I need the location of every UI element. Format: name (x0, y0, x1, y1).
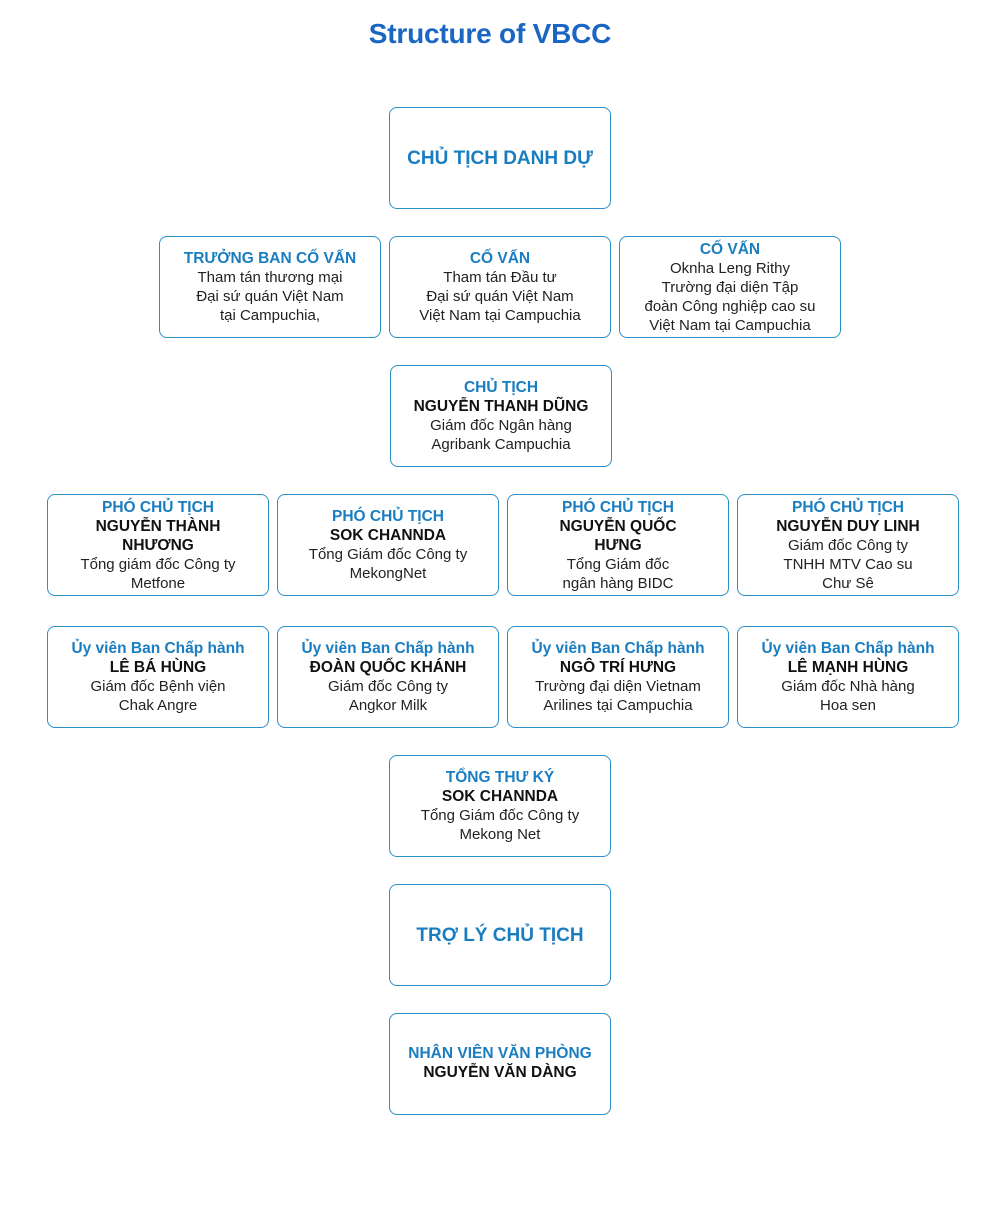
secretary-general-role: TỔNG THƯ KÝ (445, 769, 555, 786)
executive-member-name: LÊ MẠNH HÙNG (787, 659, 909, 676)
vice-chairman-role: PHÓ CHỦ TỊCH (792, 498, 904, 516)
vice-chairman-description-line: Giám đốc Công ty (787, 536, 909, 554)
executive-member-description-line: Arilines tại Campuchia (543, 697, 693, 714)
executive-member-role: Ủy viên Ban Chấp hành (71, 640, 245, 657)
advisor-role: TRƯỞNG BAN CỐ VẤN (183, 250, 357, 267)
executive-member-description-line: Giám đốc Công ty (327, 678, 449, 695)
executive-member-name: NGÔ TRÍ HƯNG (559, 659, 677, 676)
executive-member-description-line: Giám đốc Nhà hàng (781, 678, 915, 695)
executive-member-description-line: Hoa sen (820, 697, 876, 714)
vice-chairman-name: NGUYỄN THÀNH NHƯƠNG (96, 517, 221, 555)
vice-chairman-name: NGUYỄN DUY LINH (776, 517, 920, 536)
advisor-description-line: tại Campuchia, (219, 307, 321, 324)
chairman-name: NGUYỄN THANH DŨNG (413, 398, 589, 415)
executive-member-description-line: Trường đại diện Vietnam (535, 678, 701, 695)
executive-member-role: Ủy viên Ban Chấp hành (761, 640, 935, 657)
executive-member-description-line: Angkor Milk (348, 697, 428, 714)
vice-chairman-name-line: NGUYỄN THÀNH (95, 517, 221, 535)
secretary-general-description-line: Tổng Giám đốc Công ty (420, 807, 580, 824)
vice-chairman-box: PHÓ CHỦ TỊCH NGUYỄN THÀNH NHƯƠNG Tổng gi… (47, 494, 269, 596)
vice-chairman-description: Tổng Giám đốc ngân hàng BIDC (563, 555, 674, 593)
secretary-general-description-line: Mekong Net (459, 826, 541, 843)
vice-chairman-description: Tổng Giám đốc Công ty MekongNet (309, 545, 467, 583)
advisor-description-line: Đại sứ quán Việt Nam (196, 288, 344, 305)
advisor-description-line: Oknha Leng Rithy (669, 259, 791, 277)
executive-member-description: Giám đốc Công ty Angkor Milk (328, 677, 448, 715)
vice-chairman-box: PHÓ CHỦ TỊCH NGUYỄN DUY LINH Giám đốc Cô… (737, 494, 959, 596)
executive-member-description: Trường đại diện Vietnam Arilines tại Cam… (535, 677, 701, 715)
executive-member-box: Ủy viên Ban Chấp hành LÊ MẠNH HÙNG Giám … (737, 626, 959, 728)
executive-member-box: Ủy viên Ban Chấp hành LÊ BÁ HÙNG Giám đố… (47, 626, 269, 728)
executive-member-description: Giám đốc Nhà hàng Hoa sen (781, 677, 914, 715)
vice-chairman-role: PHÓ CHỦ TỊCH (102, 498, 214, 516)
executive-member-name: LÊ BÁ HÙNG (109, 659, 207, 676)
executive-member-box: Ủy viên Ban Chấp hành NGÔ TRÍ HƯNG Trườn… (507, 626, 729, 728)
executive-member-name: ĐOÀN QUỐC KHÁNH (309, 659, 467, 676)
vice-chairman-description: Giám đốc Công ty TNHH MTV Cao su Chư Sê (783, 536, 912, 593)
chairman-role: CHỦ TỊCH (463, 379, 539, 396)
office-staff-name: NGUYỄN VĂN DÀNG (423, 1064, 577, 1081)
secretary-general-description: Tổng Giám đốc Công ty Mekong Net (421, 806, 579, 844)
advisor-box-head: TRƯỞNG BAN CỐ VẤN Tham tán thương mại Đạ… (159, 236, 381, 338)
vice-chairman-box: PHÓ CHỦ TỊCH SOK CHANNDA Tổng Giám đốc C… (277, 494, 499, 596)
vice-chairman-role: PHÓ CHỦ TỊCH (562, 498, 674, 516)
vice-chairman-description-line: Metfone (130, 574, 186, 592)
advisor-description-line: Đại sứ quán Việt Nam (426, 288, 574, 305)
advisor-box-rubber: CỐ VẤN Oknha Leng Rithy Trường đại diện … (619, 236, 841, 338)
vice-chairman-description-line: TNHH MTV Cao su (783, 555, 913, 573)
vice-chairman-name-line: HƯNG (594, 536, 642, 554)
executive-member-role: Ủy viên Ban Chấp hành (531, 640, 705, 657)
page-title: Structure of VBCC (368, 18, 612, 49)
secretary-general-name: SOK CHANNDA (441, 788, 559, 805)
vice-chairman-name-line: SOK CHANNDA (329, 527, 447, 544)
advisor-description-line: Tham tán Đầu tư (443, 269, 557, 286)
office-staff-role: NHÂN VIÊN VĂN PHÒNG (408, 1045, 592, 1062)
vice-chairman-description-line: Tổng giám đốc Công ty (80, 555, 236, 573)
vice-chairman-name-line: NHƯƠNG (122, 536, 194, 554)
office-staff-box: NHÂN VIÊN VĂN PHÒNG NGUYỄN VĂN DÀNG (389, 1013, 611, 1115)
advisor-description-line: Tham tán thương mại (197, 269, 343, 286)
vice-chairman-name: NGUYỄN QUỐC HƯNG (559, 517, 676, 555)
vice-chairman-description-line: MekongNet (349, 565, 427, 582)
vice-chairman-description-line: Tổng Giám đốc (566, 555, 670, 573)
chairman-assistant-box: TRỢ LÝ CHỦ TỊCH (389, 884, 611, 986)
advisor-role: CỐ VẤN (699, 240, 761, 258)
chairman-box: CHỦ TỊCH NGUYỄN THANH DŨNG Giám đốc Ngân… (390, 365, 612, 467)
chairman-assistant-role: TRỢ LÝ CHỦ TỊCH (416, 924, 584, 946)
vice-chairman-name-line: NGUYỄN QUỐC (559, 517, 677, 535)
advisor-box-investment: CỐ VẤN Tham tán Đầu tư Đại sứ quán Việt … (389, 236, 611, 338)
advisor-description-line: Việt Nam tại Campuchia (419, 307, 581, 324)
vice-chairman-name-line: NGUYỄN DUY LINH (776, 517, 920, 535)
advisor-description-line: Trường đại diện Tập (661, 278, 799, 296)
chairman-description: Giám đốc Ngân hàng Agribank Campuchia (430, 416, 572, 454)
advisor-description-line: đoàn Công nghiệp cao su (644, 297, 816, 315)
chairman-description-line: Giám đốc Ngân hàng (430, 417, 572, 434)
advisor-description-line: Việt Nam tại Campuchia (649, 316, 811, 334)
vice-chairman-description-line: Tổng Giám đốc Công ty (308, 546, 468, 563)
executive-member-description: Giám đốc Bệnh viện Chak Angre (90, 677, 225, 715)
vice-chairman-description-line: Chư Sê (822, 574, 874, 592)
vice-chairman-description: Tổng giám đốc Công ty Metfone (80, 555, 235, 593)
executive-member-role: Ủy viên Ban Chấp hành (301, 640, 475, 657)
secretary-general-box: TỔNG THƯ KÝ SOK CHANNDA Tổng Giám đốc Cô… (389, 755, 611, 857)
advisor-description: Oknha Leng Rithy Trường đại diện Tập đoà… (645, 259, 816, 335)
honorary-chairman-role: CHỦ TỊCH DANH DỰ (407, 147, 593, 169)
vice-chairman-box: PHÓ CHỦ TỊCH NGUYỄN QUỐC HƯNG Tổng Giám … (507, 494, 729, 596)
vice-chairman-description-line: ngân hàng BIDC (562, 574, 674, 592)
executive-member-description-line: Giám đốc Bệnh viện (90, 678, 226, 695)
honorary-chairman-box: CHỦ TỊCH DANH DỰ (389, 107, 611, 209)
advisor-description: Tham tán Đầu tư Đại sứ quán Việt Nam Việ… (419, 268, 580, 325)
executive-member-description-line: Chak Angre (118, 697, 198, 714)
vice-chairman-role: PHÓ CHỦ TỊCH (332, 508, 444, 525)
chairman-description-line: Agribank Campuchia (431, 436, 571, 453)
executive-member-box: Ủy viên Ban Chấp hành ĐOÀN QUỐC KHÁNH Gi… (277, 626, 499, 728)
advisor-role: CỐ VẤN (469, 250, 531, 267)
vice-chairman-name: SOK CHANNDA (330, 526, 446, 545)
advisor-description: Tham tán thương mại Đại sứ quán Việt Nam… (196, 268, 343, 325)
